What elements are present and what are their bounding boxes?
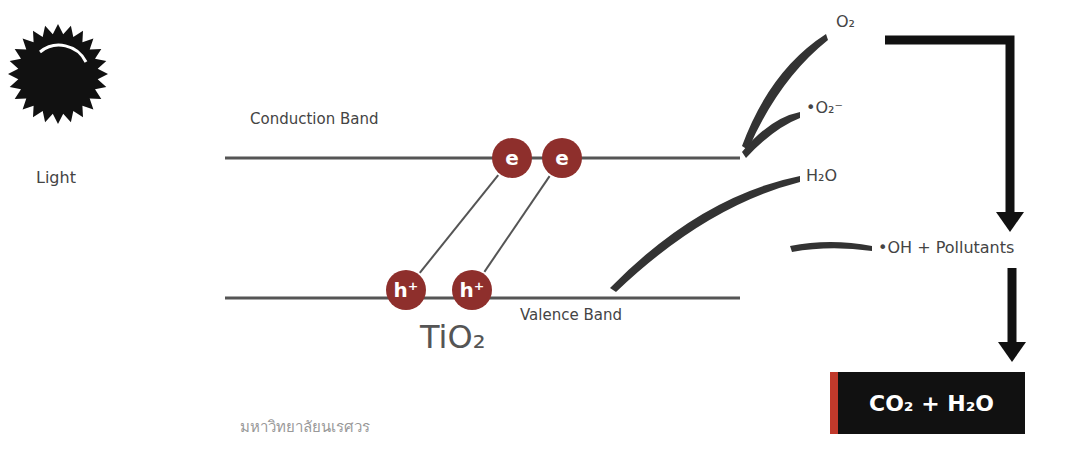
annotation-label: •OH + Pollutants [878, 238, 1014, 257]
excitation-line [420, 175, 498, 273]
node-text: h⁺ [460, 278, 485, 302]
flow-arrow [1008, 268, 1017, 344]
charge-carrier-circle: h⁺ [452, 270, 492, 310]
annotation-label: O₂ [836, 12, 855, 31]
annotation-label: Valence Band [520, 306, 622, 324]
arrow-head [996, 212, 1024, 232]
product-box: CO₂ + H₂O [830, 372, 1025, 434]
node-text: e [555, 146, 569, 170]
annotation-label: Conduction Band [250, 110, 378, 128]
brush-stroke [610, 176, 800, 292]
annotation-label: Light [36, 168, 76, 187]
brush-stroke [790, 242, 872, 252]
annotation-label: H₂O [806, 166, 837, 185]
node-text: e [505, 146, 519, 170]
charge-carrier-circle: e [492, 138, 532, 178]
brush-stroke [742, 112, 800, 158]
conduction-band-line [225, 157, 740, 160]
watermark-text: มหาวิทยาลัยนเรศวร [240, 418, 370, 436]
sun-symbol [8, 24, 108, 124]
excitation-line [484, 176, 549, 272]
annotation-label: •O₂⁻ [806, 98, 843, 117]
charge-carrier-circle: e [542, 138, 582, 178]
flow-bracket [885, 40, 1010, 214]
brush-stroke [742, 34, 828, 150]
node-text: h⁺ [394, 278, 419, 302]
arrow-head [998, 342, 1026, 362]
node-text: CO₂ + H₂O [869, 391, 994, 416]
charge-carrier-circle: h⁺ [386, 270, 426, 310]
annotation-label: TiO₂ [420, 318, 485, 356]
